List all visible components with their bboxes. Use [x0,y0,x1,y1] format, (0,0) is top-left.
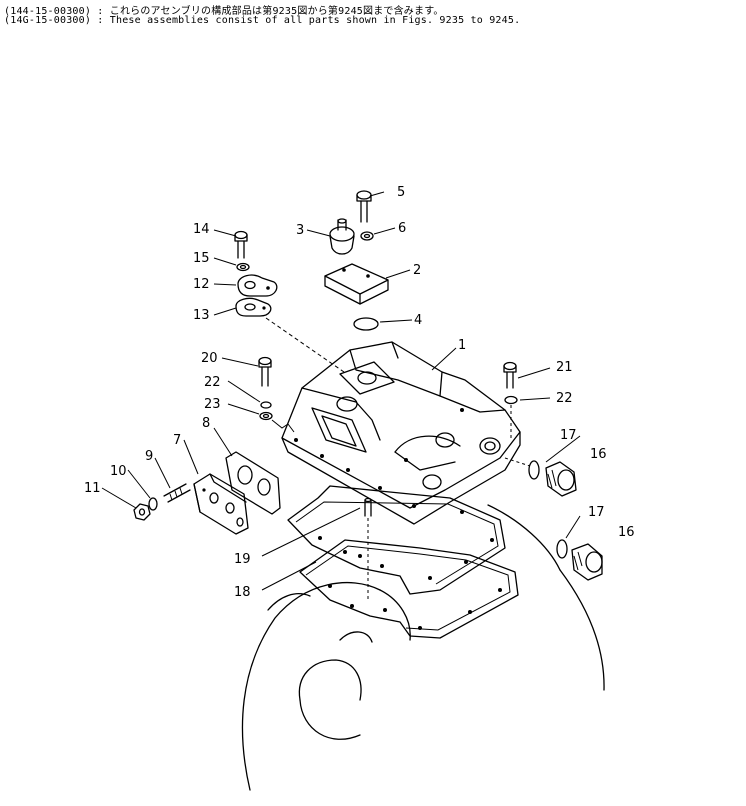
callout-15: 15 [193,251,210,266]
cover-plate [324,263,389,305]
block-7 [193,473,249,535]
callout-17-lower: 17 [588,505,605,520]
callout-13: 13 [193,308,210,323]
plug-16-upper [545,461,577,497]
gasket-13 [235,297,345,373]
callout-6: 6 [398,221,406,236]
callout-19: 19 [234,552,251,567]
callout-11: 11 [84,481,101,496]
washer-23 [259,411,295,433]
o-ring-4 [353,317,379,331]
washer-22-right [504,395,518,440]
callout-22-right: 22 [556,391,573,406]
cover-housing [281,341,521,525]
background-housing [241,504,605,791]
header-note-jp: (144-15-00300) : これらのアセンブリの構成部品は第9235図から… [4,6,444,17]
header-note-en: (14G-15-00300) : These assemblies consis… [4,15,521,26]
o-ring-17-lower [556,539,568,559]
washer-6 [360,231,374,241]
callout-20: 20 [201,351,218,366]
callout-5: 5 [397,185,405,200]
callout-labels: 1 2 3 4 5 6 7 8 9 10 11 12 13 14 15 16 1… [84,185,635,600]
callout-16-lower: 16 [618,525,635,540]
callout-8: 8 [202,416,210,431]
flange-12 [237,274,278,297]
lower-gasket-plate [299,539,519,639]
callout-1: 1 [458,338,466,353]
bolt-5 [356,190,372,223]
stud-9 [163,483,191,503]
leader-lines [101,191,581,591]
callout-4: 4 [414,313,422,328]
bolt-20 [258,356,272,387]
callout-14: 14 [193,222,210,237]
callout-17-upper: 17 [560,428,577,443]
washer-22-left [260,401,272,409]
callout-23: 23 [204,397,221,412]
gasket-8 [225,451,281,515]
bolt-21 [503,361,517,389]
callout-12: 12 [193,277,210,292]
plug-16-lower [571,543,603,581]
callout-3: 3 [296,223,304,238]
callout-22-left: 22 [204,375,221,390]
washer-10 [148,497,158,511]
callout-9: 9 [145,449,153,464]
o-ring-17-upper [504,457,540,480]
bolt-14 [234,230,248,259]
callout-16-upper: 16 [590,447,607,462]
callout-21: 21 [556,360,573,375]
washer-15 [236,262,250,272]
sensor [329,218,355,255]
upper-gasket-plate [287,485,506,595]
callout-18: 18 [234,585,251,600]
callout-2: 2 [413,263,421,278]
nut-11 [133,503,151,521]
callout-10: 10 [110,464,127,479]
callout-7: 7 [173,433,181,448]
